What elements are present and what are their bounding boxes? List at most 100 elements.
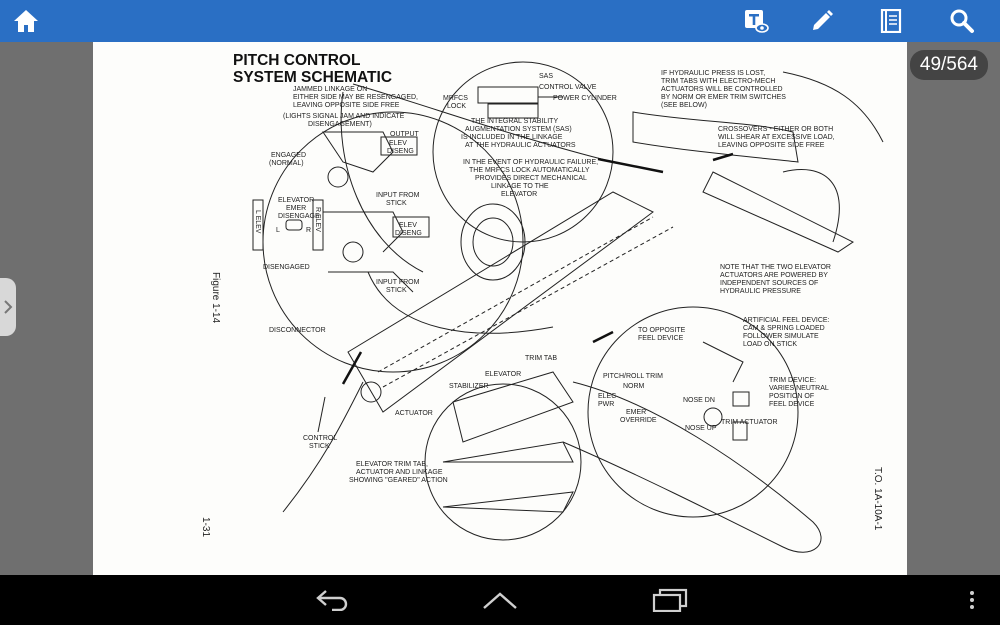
label-engaged-normal: (NORMAL) — [269, 160, 304, 167]
label-trim-tab: TRIM TAB — [525, 355, 557, 362]
label-input-stick-1a: INPUT FROM — [376, 192, 420, 199]
label-elev-diseng-2b: DISENG — [395, 230, 422, 237]
label-control-valve: CONTROL VALVE — [539, 84, 597, 91]
page-indicator: 49/564 — [909, 50, 988, 80]
label-jammed-3: LEAVING OPPOSITE SIDE FREE — [293, 102, 400, 109]
label-emer: EMER — [626, 409, 646, 416]
label-artificial-feel-3: FOLLOWER SIMULATE — [743, 333, 819, 340]
label-note-2: ACTUATORS ARE POWERED BY — [720, 272, 828, 279]
label-override: OVERRIDE — [620, 417, 657, 424]
back-button[interactable] — [310, 575, 354, 625]
label-hyd-lost-3: ACTUATORS WILL BE CONTROLLED — [661, 86, 783, 93]
label-hyd-lost-4: BY NORM OR EMER TRIM SWITCHES — [661, 94, 786, 101]
bookmarks-button[interactable] — [869, 0, 913, 42]
label-elev-diseng-1a: ELEV — [389, 140, 407, 147]
label-artificial-feel-4: LOAD ON STICK — [743, 341, 797, 348]
label-integral-1: THE INTEGRAL STABILITY — [471, 118, 558, 125]
label-jammed-5: DISENGAGEMENT) — [308, 121, 372, 128]
label-sas: SAS — [539, 73, 553, 80]
label-note-3: INDEPENDENT SOURCES OF — [720, 280, 818, 287]
label-jammed-4: (LIGHTS SIGNAL JAM AND INDICATE — [283, 113, 405, 120]
text-to-speech-button[interactable] — [734, 0, 778, 42]
book-icon — [880, 9, 902, 33]
label-crossovers-2: WILL SHEAR AT EXCESSIVE LOAD, — [718, 134, 835, 141]
label-elev-diseng-1b: DISENG — [387, 148, 414, 155]
recents-icon — [652, 588, 688, 612]
label-hyd-failure-2: THE MRFCS LOCK AUTOMATICALLY — [469, 167, 590, 174]
label-integral-4: AT THE HYDRAULIC ACTUATORS — [465, 142, 576, 149]
label-trim-linkage-2: ACTUATOR AND LINKAGE — [356, 469, 443, 476]
overflow-menu-button[interactable] — [960, 575, 984, 625]
pitch-control-schematic: PITCH CONTROL SYSTEM SCHEMATIC JAMMED LI… — [200, 52, 884, 553]
label-crossovers-1: CROSSOVERS - EITHER OR BOTH — [718, 126, 833, 133]
label-left-elev: L ELEV — [254, 210, 261, 234]
label-crossovers-3: LEAVING OPPOSITE SIDE FREE — [718, 142, 825, 149]
label-artificial-feel-2: CAM & SPRING LOADED — [743, 325, 825, 332]
label-hyd-failure-4: LINKAGE TO THE — [491, 183, 549, 190]
label-hyd-lost-1: IF HYDRAULIC PRESS IS LOST, — [661, 70, 765, 77]
figure-label: Figure 1-14 — [210, 272, 221, 324]
label-mrfcs-lock: LOCK — [447, 103, 466, 110]
label-note-4: HYDRAULIC PRESSURE — [720, 288, 801, 295]
label-hyd-lost-2: TRIM TABS WITH ELECTRO-MECH — [661, 78, 775, 85]
top-action-bar — [0, 0, 1000, 42]
label-trim-device-1: TRIM DEVICE: — [769, 377, 816, 384]
label-switch-l: L — [276, 227, 280, 234]
label-trim-linkage-3: SHOWING "GEARED" ACTION — [349, 477, 448, 484]
label-trim-actuator: TRIM ACTUATOR — [721, 419, 778, 426]
document-page[interactable]: PITCH CONTROL SYSTEM SCHEMATIC JAMMED LI… — [93, 42, 907, 575]
label-pitch-roll-trim: PITCH/ROLL TRIM — [603, 373, 663, 380]
label-trim-device-4: FEEL DEVICE — [769, 401, 815, 408]
label-elevator-emer-3: DISENGAGE — [278, 213, 320, 220]
label-trim-device-2: VARIES NEUTRAL — [769, 385, 829, 392]
label-norm: NORM — [623, 383, 645, 390]
home-nav-button[interactable] — [478, 575, 522, 625]
label-hyd-lost-5: (SEE BELOW) — [661, 102, 707, 109]
label-power-cylinder: POWER CYLINDER — [553, 95, 617, 102]
label-input-stick-2b: STICK — [386, 287, 407, 294]
page-number: 1-31 — [200, 517, 211, 537]
label-actuator: ACTUATOR — [395, 410, 433, 417]
label-elec: ELEC — [598, 393, 616, 400]
annotate-button[interactable] — [800, 0, 844, 42]
label-pwr: PWR — [598, 401, 614, 408]
chevron-right-icon — [4, 300, 13, 314]
label-jammed-2: EITHER SIDE MAY BE RESENGAGED, — [293, 94, 418, 101]
label-elevator-emer-2: EMER — [286, 205, 306, 212]
label-elevator: ELEVATOR — [485, 371, 521, 378]
label-mrfcs: MRFCS — [443, 95, 468, 102]
schematic-title-line1: PITCH CONTROL — [233, 52, 360, 69]
label-control-stick-2: STICK — [309, 443, 330, 450]
label-engaged: ENGAGED — [271, 152, 306, 159]
recents-button[interactable] — [648, 575, 692, 625]
label-trim-linkage-1: ELEVATOR TRIM TAB, — [356, 461, 428, 468]
label-jammed-1: JAMMED LINKAGE ON — [293, 86, 367, 93]
search-button[interactable] — [940, 0, 984, 42]
home-nav-icon — [483, 592, 517, 609]
label-disengaged: DISENGAGED — [263, 264, 310, 271]
label-hyd-failure-3: PROVIDES DIRECT MECHANICAL — [475, 175, 587, 182]
label-opposite-feel-2: FEEL DEVICE — [638, 335, 684, 342]
side-drawer-handle[interactable] — [0, 278, 16, 336]
label-disconnector: DISCONNECTOR — [269, 327, 326, 334]
search-icon — [950, 9, 974, 33]
label-integral-2: AUGMENTATION SYSTEM (SAS) — [465, 126, 572, 133]
text-to-speech-icon — [745, 10, 769, 33]
label-note-1: NOTE THAT THE TWO ELEVATOR — [720, 264, 831, 271]
tech-order-label: T.O. 1A-10A-1 — [872, 467, 883, 531]
home-button[interactable] — [4, 0, 48, 42]
pencil-icon — [813, 10, 833, 30]
schematic-title-line2: SYSTEM SCHEMATIC — [233, 69, 392, 86]
label-input-stick-1b: STICK — [386, 200, 407, 207]
system-navigation-bar — [0, 575, 1000, 625]
label-opposite-feel-1: TO OPPOSITE — [638, 327, 686, 334]
label-integral-3: IS INCLUDED IN THE LINKAGE — [461, 134, 563, 141]
label-nose-up: NOSE UP — [685, 425, 717, 432]
label-control-stick-1: CONTROL — [303, 435, 337, 442]
label-hyd-failure-5: ELEVATOR — [501, 191, 537, 198]
home-icon — [14, 10, 38, 32]
back-icon — [316, 590, 348, 611]
label-output: OUTPUT — [390, 131, 420, 138]
overflow-menu-icon — [970, 591, 974, 609]
label-stabilizer: STABILIZER — [449, 383, 489, 390]
